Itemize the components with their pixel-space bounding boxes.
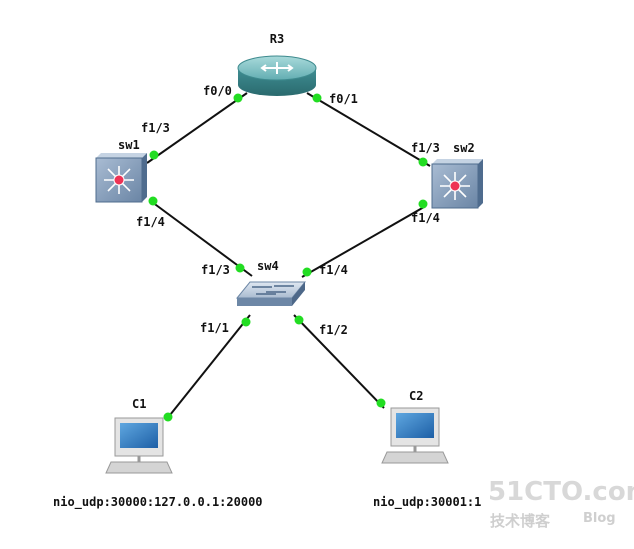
device-label-c2: C2 (409, 389, 423, 403)
watermark-blog: Blog (583, 511, 616, 526)
link-r3-sw2[interactable] (306, 92, 431, 167)
ms-side (478, 159, 483, 208)
device-label-c1: C1 (132, 397, 146, 411)
port-label-sw1-f13: f1/3 (141, 121, 170, 135)
port-label-sw4-f13: f1/3 (201, 263, 230, 277)
monitor-base (381, 451, 449, 464)
switch-side (292, 282, 305, 306)
port-dot-sw4-f11[interactable] (241, 317, 251, 327)
switch-arrows-icon (252, 285, 294, 295)
router-arrows-icon (260, 62, 294, 74)
switch-front (237, 298, 292, 306)
device-label-sw2: sw2 (453, 141, 475, 155)
port-label-sw2-f13: f1/3 (411, 141, 440, 155)
port-dot-sw4-f12[interactable] (294, 315, 304, 325)
port-dot-r3-f00[interactable] (233, 93, 243, 103)
port-dot-sw2-f14[interactable] (418, 199, 428, 209)
link-sw4-c1[interactable] (165, 314, 251, 421)
port-dot-r3-f01[interactable] (312, 93, 322, 103)
switch-sw4[interactable]: sw4 (235, 259, 307, 306)
port-dot-sw4-f13[interactable] (235, 263, 245, 273)
port-dot-sw2-f13[interactable] (418, 157, 428, 167)
multilayer-switch-sw2[interactable]: sw2 (431, 141, 483, 209)
ms-top (432, 159, 483, 164)
port-label-sw4-f11: f1/1 (200, 321, 229, 335)
monitor-base (105, 461, 173, 474)
port-labels: f0/0 f0/1 f1/3 f1/4 f1/3 f1/4 f1/3 f1/4 … (136, 84, 440, 337)
ms-side (142, 153, 147, 202)
watermark-sub: 技术博客 (490, 512, 551, 530)
monitor-screen-icon (396, 413, 434, 438)
port-dot-sw1-f14[interactable] (148, 196, 158, 206)
port-label-sw4-f14: f1/4 (319, 263, 348, 277)
host-c1[interactable]: C1 (105, 397, 173, 474)
port-dot-sw1-f13[interactable] (149, 150, 159, 160)
link-r3-sw1[interactable] (146, 92, 248, 164)
port-label-sw4-f12: f1/2 (319, 323, 348, 337)
multilayer-switch-sw1[interactable]: sw1 (95, 138, 147, 203)
port-label-sw1-f14: f1/4 (136, 215, 165, 229)
router-r3[interactable]: R3 (237, 32, 317, 96)
monitor-screen-icon (120, 423, 158, 448)
port-dots (148, 93, 428, 422)
device-label-sw4: sw4 (257, 259, 279, 273)
link-sw2-sw4[interactable] (301, 206, 425, 278)
device-label-r3: R3 (270, 32, 284, 46)
port-label-r3-f00: f0/0 (203, 84, 232, 98)
device-label-sw1: sw1 (118, 138, 140, 152)
port-dot-c2[interactable] (376, 398, 386, 408)
port-label-sw2-f14: f1/4 (411, 211, 440, 225)
ms-core-icon (449, 180, 461, 192)
ms-core-icon (113, 174, 125, 186)
link-sw1-sw4[interactable] (151, 201, 253, 277)
port-label-r3-f01: f0/1 (329, 92, 358, 106)
ms-top (96, 153, 147, 158)
link-sw4-c2[interactable] (293, 314, 385, 409)
port-dot-c1[interactable] (163, 412, 173, 422)
nio-label-c1: nio_udp:30000:127.0.0.1:20000 (53, 495, 263, 510)
watermark-site: 51CTO.com (488, 477, 634, 507)
host-c2[interactable]: C2 (381, 389, 449, 464)
links (146, 92, 431, 421)
port-dot-sw4-f14[interactable] (302, 267, 312, 277)
watermark-logo: 51CTO.com 技术博客 Blog (488, 477, 634, 530)
nio-label-c2: nio_udp:30001:1 (373, 495, 481, 510)
